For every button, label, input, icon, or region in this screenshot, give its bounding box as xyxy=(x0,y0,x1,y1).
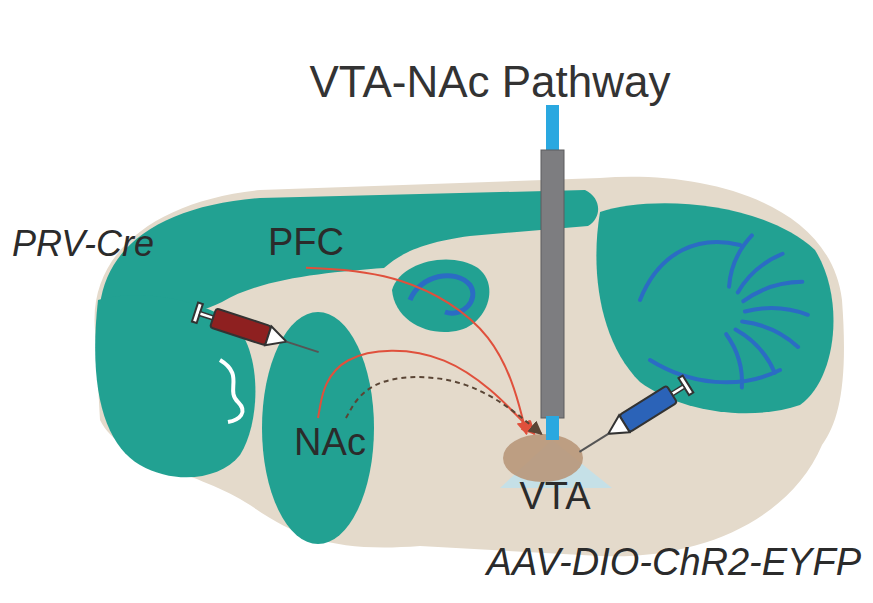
region-name: PFC xyxy=(268,222,344,264)
nac-region xyxy=(262,312,374,544)
projection-arrow xyxy=(306,268,527,434)
region-label: PFC xyxy=(264,218,348,268)
region-label: VTA xyxy=(515,434,594,522)
syringe-blue xyxy=(574,376,693,461)
vta-region xyxy=(503,434,583,482)
syringe-red xyxy=(192,302,322,361)
injection-label: PRV-Cre xyxy=(12,224,154,264)
white-fold xyxy=(220,360,243,422)
projection-arrow xyxy=(346,377,542,434)
fiber-top-tip xyxy=(546,105,559,155)
region-name: NAc xyxy=(294,422,366,464)
region-name: VTA xyxy=(519,476,590,518)
brain-outline xyxy=(95,177,844,557)
hippocampus-fold xyxy=(410,276,473,314)
virus-label: AAV-DIO-ChR2-EYFP xyxy=(487,542,861,584)
hippocampus xyxy=(392,259,489,332)
diagram-title: VTA-NAc Pathway xyxy=(309,58,670,106)
cerebellum xyxy=(596,203,833,413)
fiber-bottom-tip xyxy=(546,416,559,440)
cerebellar-folia xyxy=(640,235,808,387)
region-label: NAc xyxy=(290,418,370,468)
cortex-region xyxy=(100,190,598,315)
optic-fiber xyxy=(541,150,564,418)
